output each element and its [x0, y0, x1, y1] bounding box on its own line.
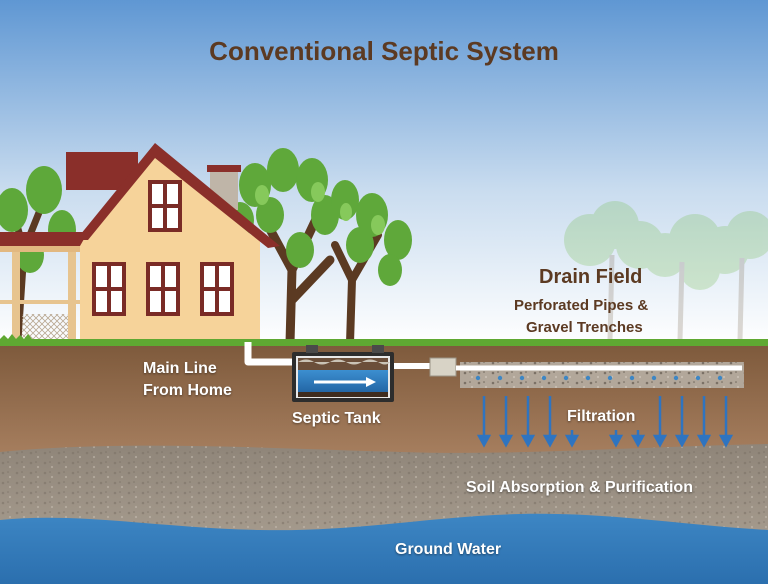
- filtration-label: Filtration: [567, 408, 636, 425]
- background-trees: [564, 201, 768, 341]
- trees-middle: [226, 148, 412, 348]
- grass: [0, 339, 768, 346]
- main-line-label-1: Main Line: [143, 360, 217, 377]
- septic-tank-label: Septic Tank: [292, 410, 381, 427]
- drain-field-sub-1: Perforated Pipes &: [514, 297, 649, 314]
- septic-tank: [292, 345, 394, 402]
- drain-field-label: Drain Field: [539, 266, 643, 288]
- main-line-label-2: From Home: [143, 382, 232, 399]
- ground-water-label: Ground Water: [395, 541, 502, 558]
- drain-field-sub-2: Gravel Trenches: [526, 319, 643, 336]
- main-line-pipe: [244, 342, 300, 366]
- distribution-box: [429, 357, 457, 377]
- ground-water: [0, 513, 768, 584]
- drain-field-trench: [456, 362, 744, 388]
- diagram-title: Conventional Septic System: [209, 36, 559, 66]
- soil-absorption-label: Soil Absorption & Purification: [466, 479, 693, 496]
- house: [0, 143, 280, 342]
- filtration-arrows: [476, 396, 734, 448]
